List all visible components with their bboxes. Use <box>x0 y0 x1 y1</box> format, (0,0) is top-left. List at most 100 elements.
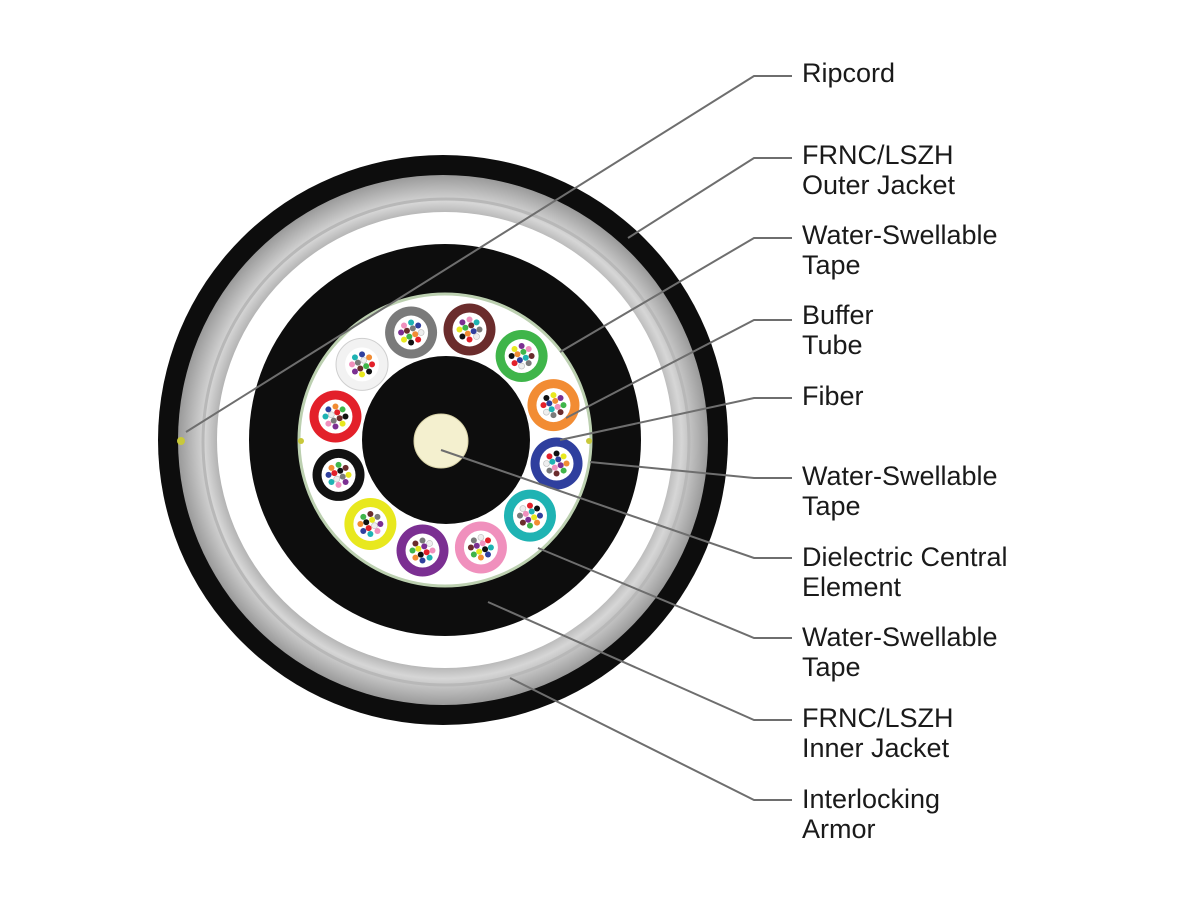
fiber <box>415 545 422 552</box>
fiber <box>325 420 332 427</box>
fiber <box>367 510 374 517</box>
fiber <box>426 540 433 547</box>
fiber <box>363 363 370 370</box>
leader-lines <box>185 75 792 801</box>
fiber <box>473 542 480 549</box>
fiber <box>342 413 349 420</box>
fiber <box>374 513 381 520</box>
fiber <box>412 331 419 338</box>
dielectric-central-element <box>413 413 469 469</box>
fiber <box>419 557 426 564</box>
fiber <box>550 412 557 419</box>
fiber <box>408 319 415 326</box>
label-water-swellable-tape-1: Water-Swellable Tape <box>802 220 1005 280</box>
fiber <box>476 326 483 333</box>
fiber <box>401 336 408 343</box>
fiber <box>560 402 567 409</box>
fiber <box>487 544 494 551</box>
fiber <box>409 547 416 554</box>
fiber <box>339 473 346 480</box>
fiber <box>421 543 428 550</box>
fiber <box>459 319 466 326</box>
fiber <box>470 328 477 335</box>
fiber <box>543 395 550 402</box>
fiber <box>415 322 422 329</box>
fiber <box>360 528 367 535</box>
label-water-swellable-tape-2: Water-Swellable Tape <box>802 461 1005 521</box>
fiber <box>470 551 477 558</box>
fiber <box>349 361 356 368</box>
fiber <box>484 537 491 544</box>
fiber <box>546 467 553 474</box>
fiber <box>371 522 378 530</box>
fiber <box>546 400 553 407</box>
fiber <box>403 327 410 334</box>
fiber <box>557 409 564 416</box>
leader-line-ripcord <box>185 75 792 433</box>
fiber <box>516 512 523 519</box>
fiber <box>525 345 532 352</box>
fiber <box>560 453 567 460</box>
fiber <box>476 548 483 555</box>
fiber <box>563 460 570 467</box>
fiber <box>466 336 473 343</box>
leader-line-outer-jacket <box>627 157 792 239</box>
leader-line-water-swellable-tape-1 <box>559 237 792 353</box>
fiber <box>536 512 543 519</box>
fiber <box>342 478 349 485</box>
fiber <box>531 514 538 521</box>
leader-line-fiber <box>559 397 792 441</box>
fiber <box>528 353 535 360</box>
fiber <box>518 362 525 370</box>
fiber <box>466 316 473 323</box>
fiber <box>335 481 342 488</box>
fiber <box>419 537 426 544</box>
fiber <box>337 467 344 474</box>
buffer-tube-green <box>495 330 548 383</box>
fiber <box>553 450 560 457</box>
fiber <box>426 554 433 561</box>
fiber <box>525 360 532 367</box>
label-inner-jacket: FRNC/LSZH Inner Jacket <box>802 703 961 763</box>
label-buffer-tube: Buffer Tube <box>802 300 881 360</box>
fiber <box>401 322 408 329</box>
armor-interlock-ring <box>201 197 691 687</box>
fiber <box>354 359 361 366</box>
fiber <box>342 464 349 471</box>
fiber <box>470 537 477 544</box>
fiber <box>367 530 374 537</box>
fiber <box>365 525 372 532</box>
fiber <box>423 549 430 556</box>
fiber <box>360 513 367 520</box>
fiber <box>335 461 342 468</box>
label-fiber: Fiber <box>802 381 864 411</box>
fiber <box>369 516 376 523</box>
fiber <box>339 420 346 427</box>
fiber <box>553 470 560 477</box>
ripcord-marker <box>177 437 185 445</box>
fiber <box>511 360 518 367</box>
leader-line-inner-jacket <box>487 601 792 721</box>
fiber <box>462 324 469 331</box>
fiber <box>417 329 425 336</box>
fiber <box>339 406 346 413</box>
label-water-swellable-tape-3: Water-Swellable Tape <box>802 622 1005 682</box>
fiber <box>412 554 419 561</box>
fiber <box>366 354 373 361</box>
fiber <box>560 467 567 474</box>
leader-line-buffer-tube <box>565 319 792 419</box>
fiber <box>520 348 527 355</box>
fiber <box>525 516 532 523</box>
fiber <box>549 458 556 465</box>
buffer-tube-black <box>312 448 365 501</box>
fiber <box>351 354 358 361</box>
fiber <box>412 540 419 547</box>
fiber <box>534 519 541 526</box>
fiber <box>459 333 466 340</box>
fiber <box>359 371 366 378</box>
fiber <box>477 534 485 541</box>
fiber <box>351 368 358 375</box>
fiber <box>548 406 555 413</box>
fiber <box>552 397 559 404</box>
